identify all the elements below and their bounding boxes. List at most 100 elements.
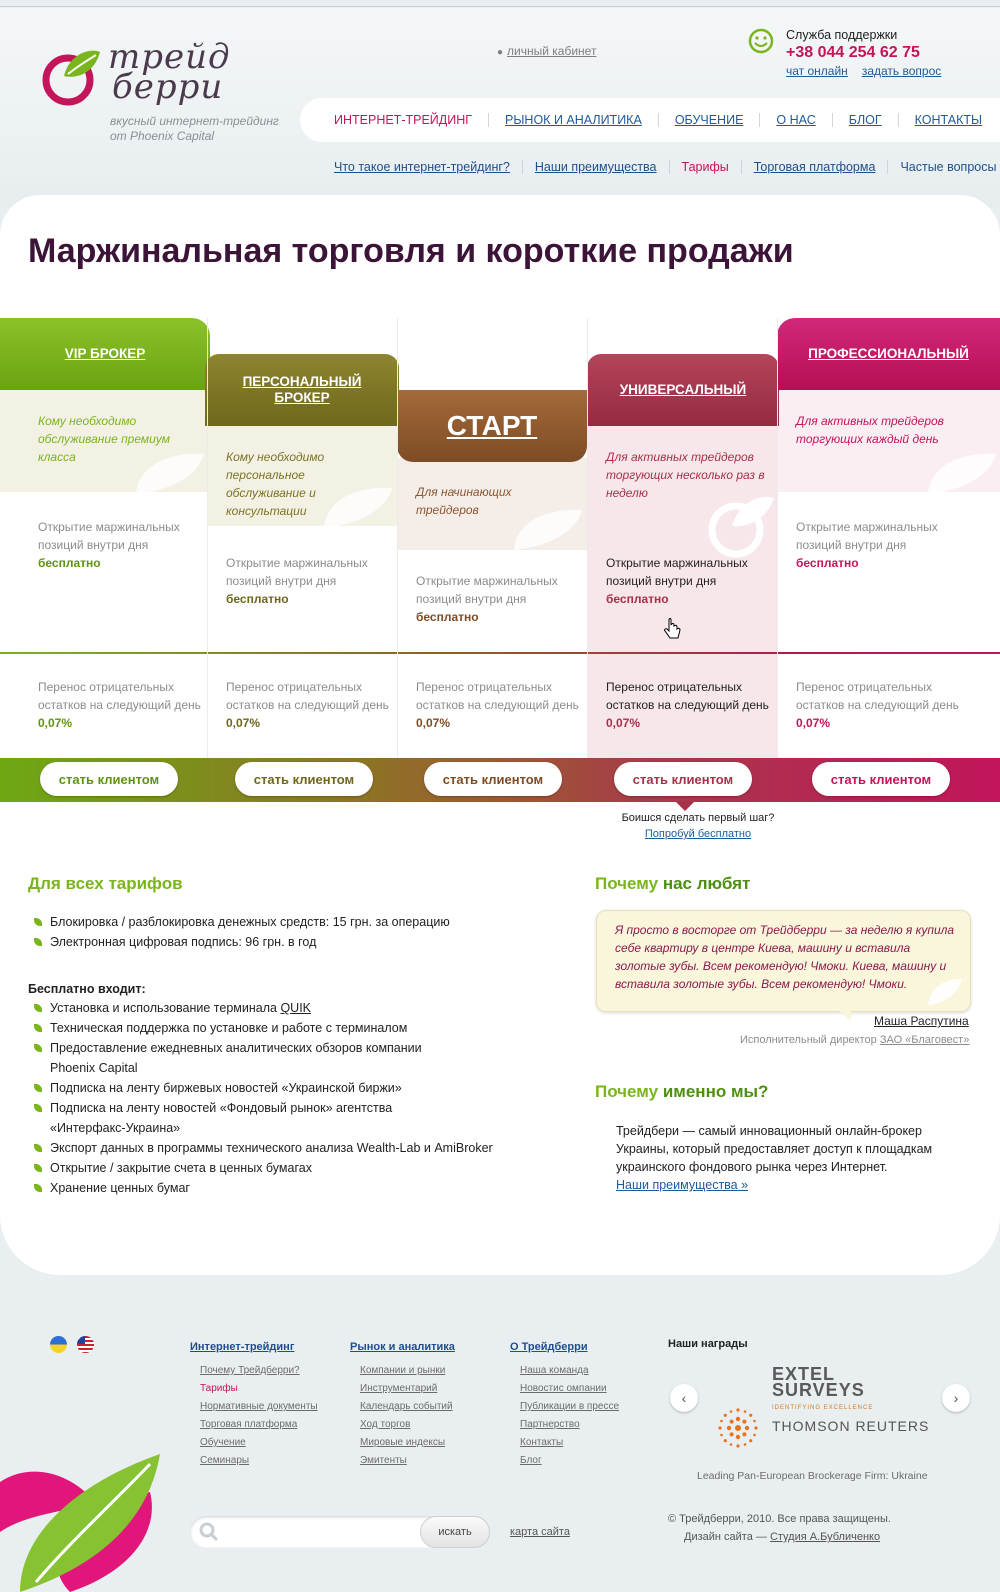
tariff-name-pro: ПРОФЕССИОНАЛЬНЫЙ xyxy=(808,346,969,361)
search-button[interactable]: искать xyxy=(420,1516,490,1548)
tariff-divider xyxy=(0,652,1000,654)
free-included-title: Бесплатно входит: xyxy=(28,982,146,996)
cabinet-link[interactable]: личный кабинет xyxy=(507,44,597,58)
footer-link[interactable]: Ход торгов xyxy=(360,1419,411,1430)
testimonial-author[interactable]: Маша Распутина xyxy=(874,1014,969,1028)
footer-link[interactable]: Почему Трейдберри? xyxy=(200,1365,300,1376)
awards-prev-button[interactable]: ‹ xyxy=(670,1384,698,1412)
tariff-head-start[interactable]: СТАРТ xyxy=(397,390,587,462)
footer-col-title[interactable]: Рынок и аналитика xyxy=(350,1341,455,1353)
tariff-f1-value: бесплатно xyxy=(226,592,289,606)
become-client-button-pro[interactable]: стать клиентом xyxy=(812,762,950,796)
nav-education[interactable]: ОБУЧЕНИЕ xyxy=(659,113,761,127)
tariff-head-universal[interactable]: УНИВЕРСАЛЬНЫЙ xyxy=(587,354,779,426)
tariff-head-pro[interactable]: ПРОФЕССИОНАЛЬНЫЙ xyxy=(777,318,1000,390)
extel-line-1: EXTEL xyxy=(772,1364,836,1384)
footer-link[interactable]: Нормативные документы xyxy=(200,1401,318,1412)
all-tariffs-title: Для всех тарифов xyxy=(28,874,183,893)
footer-link[interactable]: Обучение xyxy=(200,1437,246,1448)
footer-link[interactable]: Инструментарий xyxy=(360,1383,438,1394)
footer-link[interactable]: Блог xyxy=(520,1455,542,1466)
footer-col-title[interactable]: О Трейдберри xyxy=(510,1341,588,1353)
sitemap-link[interactable]: карта сайта xyxy=(510,1526,570,1538)
nav-blog[interactable]: БЛОГ xyxy=(833,113,899,127)
subnav-platform[interactable]: Торговая платформа xyxy=(742,160,889,174)
ask-question-link[interactable]: задать вопрос xyxy=(861,64,942,78)
footer-link[interactable]: Партнерство xyxy=(520,1419,580,1430)
footer-link[interactable]: Компании и рынки xyxy=(360,1365,446,1376)
footer-link[interactable]: Новостиc омпании xyxy=(520,1383,607,1394)
become-client-button-vip[interactable]: стать клиентом xyxy=(40,762,178,796)
hand-cursor-icon xyxy=(664,618,681,639)
tariff-f2-start: Перенос отрицательных остатков на следую… xyxy=(416,678,584,732)
footer-col-title[interactable]: Интернет-трейдинг xyxy=(190,1341,295,1353)
search-input[interactable] xyxy=(228,1522,408,1542)
nav-market-analytics[interactable]: РЫНОК И АНАЛИТИКА xyxy=(489,113,659,127)
tariff-f1-value: бесплатно xyxy=(38,556,101,570)
subnav-faq[interactable]: Частые вопросы xyxy=(900,160,997,174)
testimonial-title-a: Почему xyxy=(595,874,659,893)
subnav-tariffs[interactable]: Тарифы xyxy=(670,160,742,174)
tariff-bg-universal xyxy=(587,418,777,758)
list-item: Открытие / закрытие счета в ценных бумаг… xyxy=(30,1158,470,1178)
advantages-link[interactable]: Наши преимущества » xyxy=(616,1178,749,1192)
footer-link[interactable]: Мировые индексы xyxy=(360,1437,446,1448)
testimonial-bubble: Я просто в восторге от Трейдберри — за н… xyxy=(596,910,971,1012)
footer-link[interactable]: Наша команда xyxy=(520,1365,589,1376)
tariff-f2-personal: Перенос отрицательных остатков на следую… xyxy=(226,678,394,732)
footer-link[interactable]: Эмитенты xyxy=(360,1455,407,1466)
tariff-f2-value: 0,07% xyxy=(796,716,831,730)
why-us-text: Трейдбери — самый инновационный онлайн-б… xyxy=(616,1124,933,1174)
testimonial-company-link[interactable]: ЗАО «Благовест» xyxy=(879,1034,970,1046)
quik-link[interactable]: QUIK xyxy=(280,1001,312,1015)
tariff-f1-label: Открытие маржинальных позиций внутри дня xyxy=(606,556,748,588)
testimonial-text: Я просто в восторге от Трейдберри — за н… xyxy=(615,923,955,991)
tariff-head-personal[interactable]: ПЕРСОНАЛЬНЫЙ БРОКЕР xyxy=(205,354,399,426)
footer-link[interactable]: Контакты xyxy=(520,1437,564,1448)
nav-about[interactable]: О НАС xyxy=(760,113,833,127)
tariff-name-universal: УНИВЕРСАЛЬНЫЙ xyxy=(619,382,747,397)
tariff-f2-value: 0,07% xyxy=(606,716,641,730)
tariff-f2-label: Перенос отрицательных остатков на следую… xyxy=(416,680,579,712)
trial-question: Боишся сделать первый шаг? xyxy=(621,812,775,824)
subnav-advantages[interactable]: Наши преимущества xyxy=(523,160,670,174)
usa-flag-icon[interactable] xyxy=(77,1336,94,1353)
list-item: Установка и использование терминала QUIK xyxy=(30,998,470,1018)
tariff-desc-vip: Кому необходимо обслуживание премиум кла… xyxy=(38,414,171,464)
footer-link[interactable]: Тарифы xyxy=(200,1383,238,1394)
logo-line-1: трейд xyxy=(108,37,231,77)
nav-contacts[interactable]: КОНТАКТЫ xyxy=(914,113,983,127)
footer-link[interactable]: Семинары xyxy=(200,1455,250,1466)
footer-link[interactable]: Календарь событий xyxy=(360,1401,453,1412)
list-item: Техническая поддержка по установке и раб… xyxy=(30,1018,470,1038)
awards-next-button[interactable]: › xyxy=(942,1384,970,1412)
tariff-f1-label: Открытие маржинальных позиций внутри дня xyxy=(416,574,558,606)
become-client-button-personal[interactable]: стать клиентом xyxy=(235,762,373,796)
footer-link[interactable]: Торговая платформа xyxy=(200,1419,298,1430)
awards-title: Наши награды xyxy=(668,1338,748,1350)
become-client-button-start[interactable]: стать клиентом xyxy=(424,762,562,796)
ukraine-flag-icon[interactable] xyxy=(50,1336,67,1353)
design-label: Дизайн сайта — xyxy=(684,1531,770,1543)
berry-logo-icon xyxy=(42,50,100,106)
column-divider xyxy=(397,318,398,758)
smile-icon xyxy=(748,28,774,54)
list-item: Экспорт данных в программы технического … xyxy=(30,1138,510,1158)
design-studio-link[interactable]: Студия А.Бубличенко xyxy=(769,1531,881,1543)
chat-online-link[interactable]: чат онлайн xyxy=(786,64,848,78)
footer-link[interactable]: Публикации в прессе xyxy=(520,1401,620,1412)
testimonial-title: Почему нас любят xyxy=(595,874,750,894)
tariff-f2-pro: Перенос отрицательных остатков на следую… xyxy=(796,678,964,732)
tariff-desc-start: Для начинающих трейдеров xyxy=(416,485,512,517)
become-client-button-universal[interactable]: стать клиентом xyxy=(614,762,752,796)
tariff-name-vip: VIP БРОКЕР xyxy=(64,346,146,361)
nav-internet-trading[interactable]: ИНТЕРНЕТ-ТРЕЙДИНГ xyxy=(318,113,490,127)
subnav-what-is[interactable]: Что такое интернет-трейдинг? xyxy=(322,160,523,174)
logo[interactable]: трейд берри xyxy=(40,37,231,112)
extel-logo: EXTEL SURVEYS IDENTIFYING EXCELLENCE xyxy=(772,1364,873,1416)
tariff-head-vip[interactable]: VIP БРОКЕР xyxy=(0,318,210,390)
slogan: вкусный интернет-трейдинг от Phoenix Cap… xyxy=(110,114,279,144)
tariff-f1-value: бесплатно xyxy=(416,610,479,624)
all-tariffs-list: Блокировка / разблокировка денежных сред… xyxy=(30,912,550,952)
trial-link[interactable]: Попробуй бесплатно xyxy=(644,828,752,840)
